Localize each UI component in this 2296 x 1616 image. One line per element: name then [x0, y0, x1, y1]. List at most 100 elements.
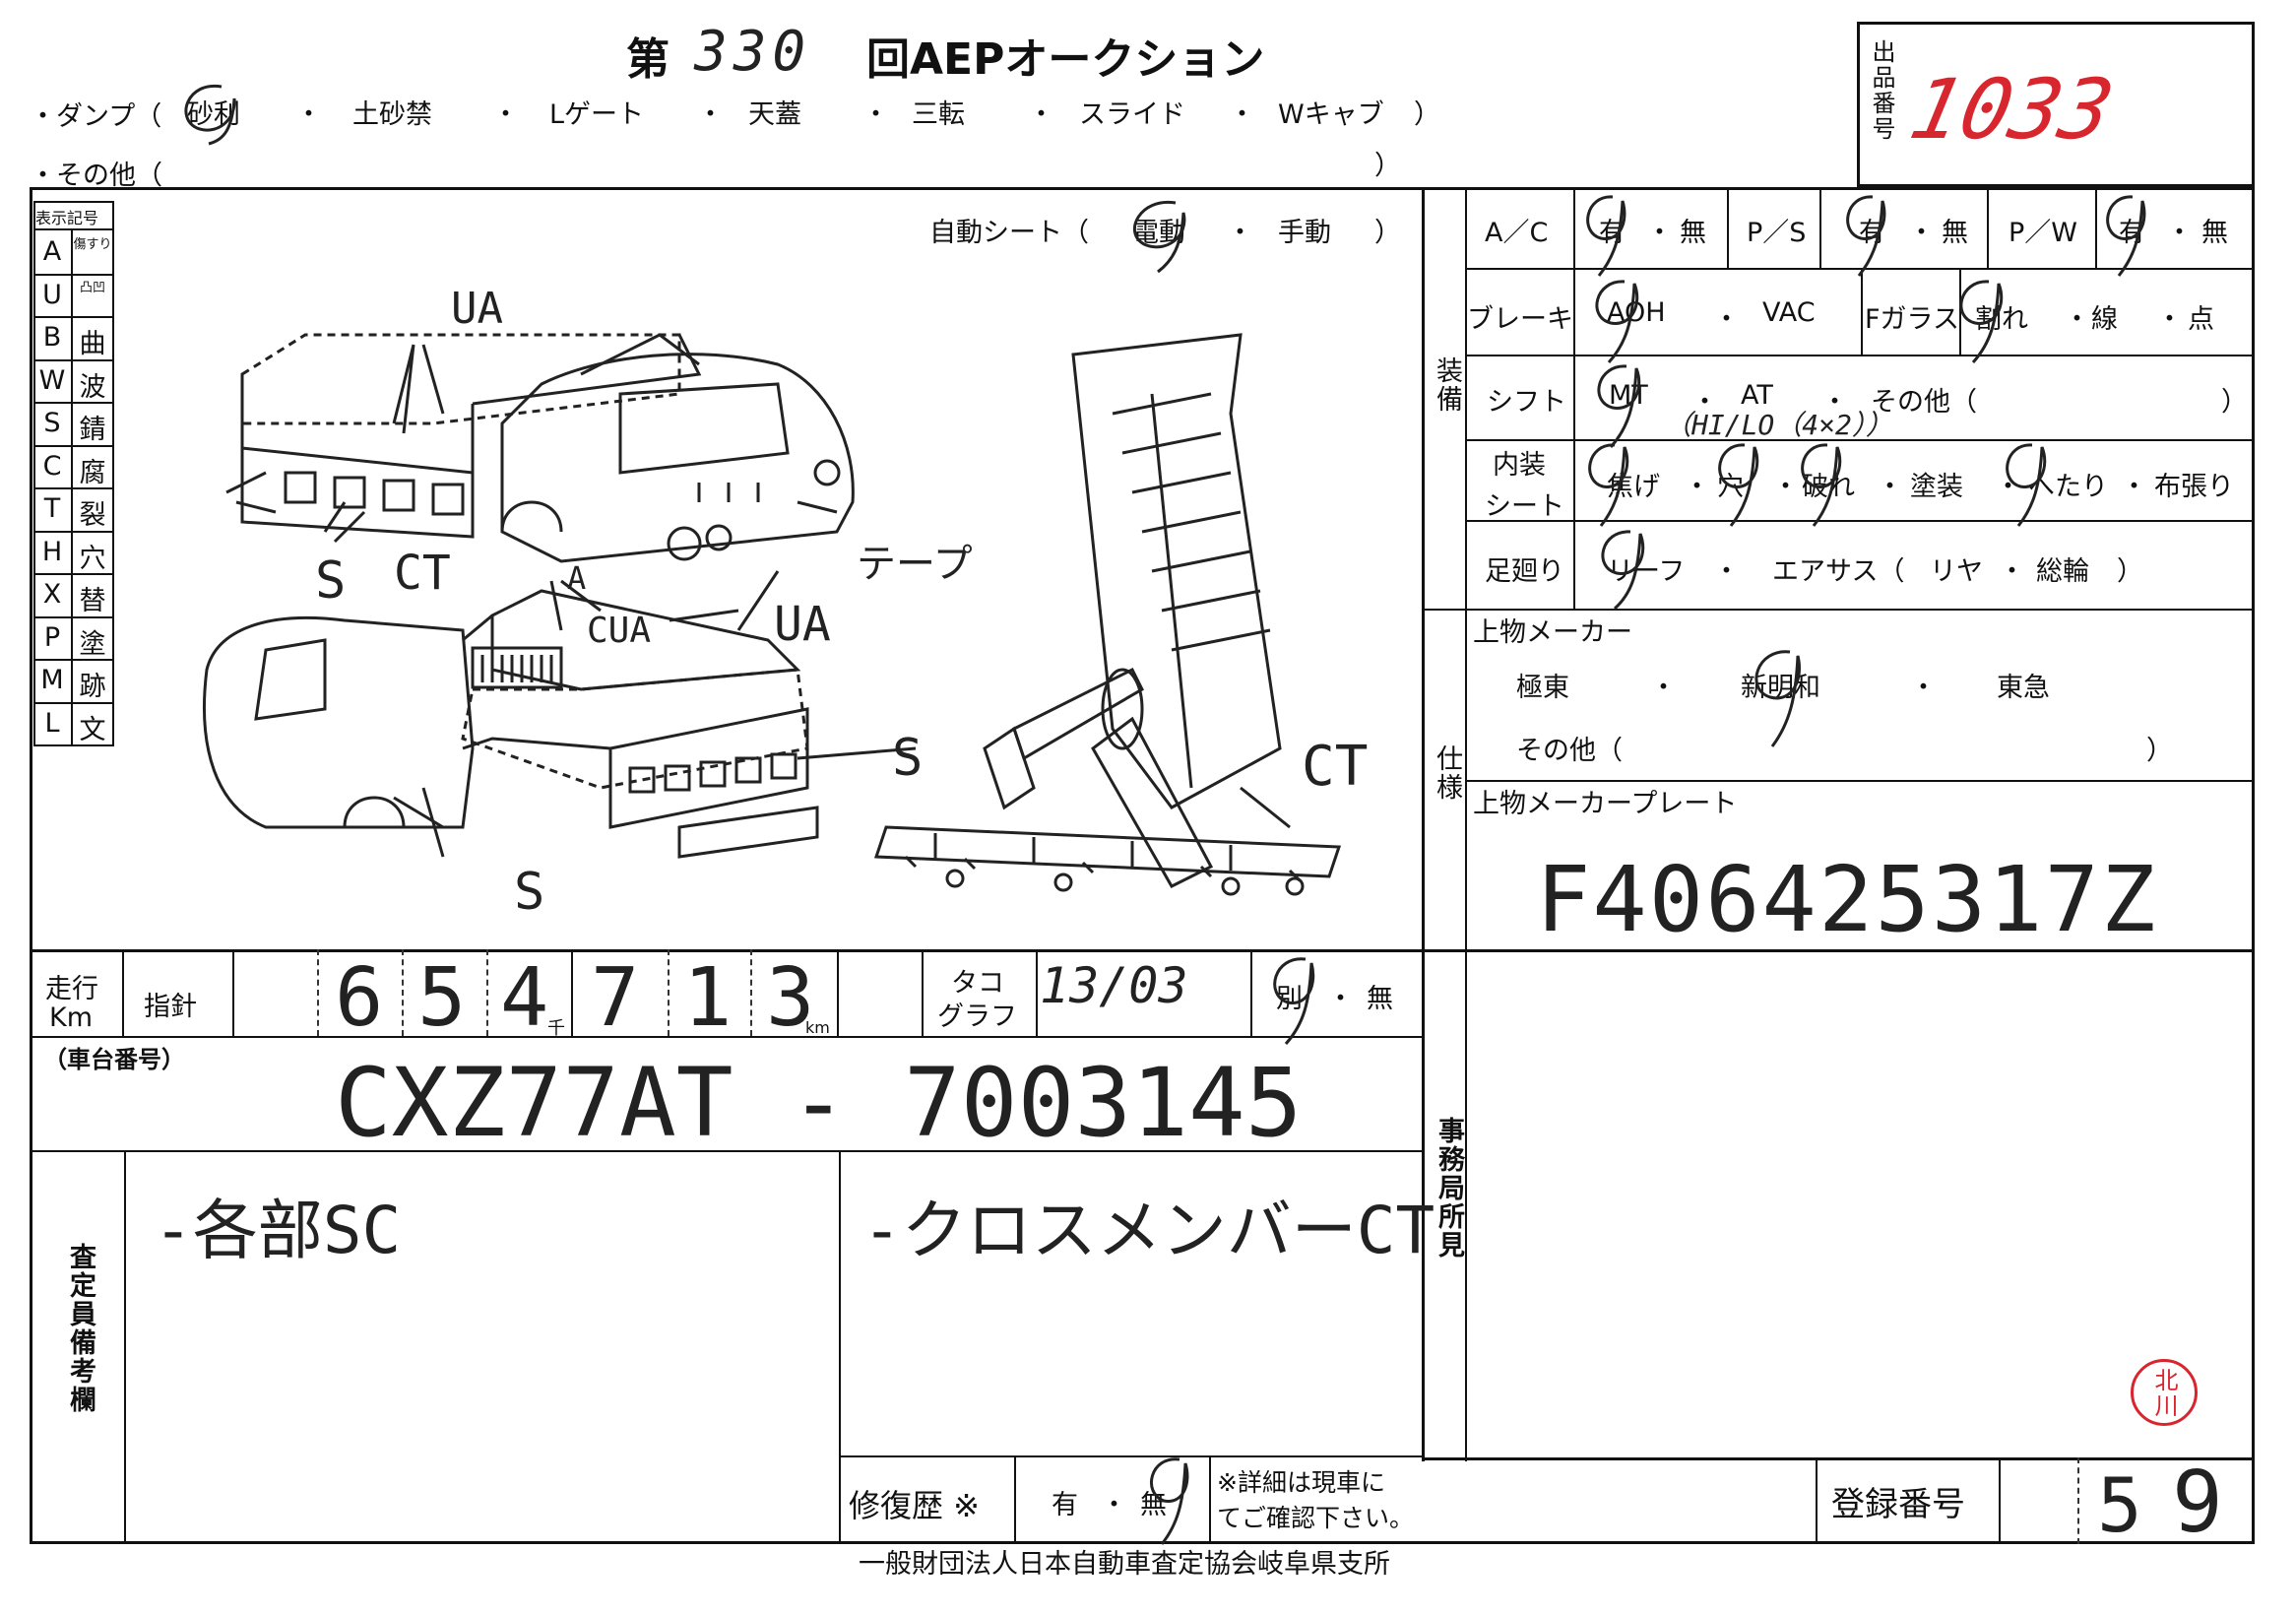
code-description: 文 [79, 714, 106, 745]
mileage-pointer-label: 指針 [144, 992, 197, 1022]
code-row-line [33, 701, 114, 704]
equip-row-line-3 [1465, 439, 2255, 441]
brake-dot: ・ [1713, 304, 1740, 335]
body-type-w-cab: Wキャブ [1278, 99, 1384, 130]
shift-note: （HI/LO（4×2）） [1664, 409, 1893, 441]
tacho-value-sep [1036, 949, 1038, 1036]
body-type-options: 砂利 ・ 土砂禁 ・ Lゲート ・ 天蓋 ・ 三転 ・ スライド ・ Wキャブ … [187, 93, 1440, 132]
mark-tape: テープ [857, 542, 973, 587]
code-letter: U [42, 279, 62, 310]
code-legend-header: 表示記号 [35, 209, 99, 227]
suspension-dot: ・ [1999, 556, 2025, 587]
suspension-air: エアサス（ [1772, 556, 1905, 587]
interior-fabric: 布張り [2154, 472, 2234, 502]
body-type-l-gate: Lゲート [549, 99, 645, 130]
equip-fglass-value-divider [1959, 268, 1961, 355]
pw-no: 無 [2201, 218, 2228, 248]
body-type-other-close: ） [1374, 151, 1401, 181]
tacho-value: 13/03 [1040, 957, 1188, 1014]
equip-pw-value-divider [2095, 187, 2097, 268]
interior-label-top: 内装 [1493, 450, 1546, 481]
truck-diagram [203, 333, 1342, 896]
code-letter: H [41, 536, 63, 567]
body-type-dot: ・ [492, 99, 519, 130]
suspension-label: 足廻り [1485, 556, 1564, 587]
mark-ct-left: CT [394, 546, 451, 601]
divider-diagram-bottom [30, 949, 1424, 952]
mileage-digit: 5 [417, 951, 467, 1045]
mileage-digit: 6 [335, 951, 384, 1045]
divider-remarks-middle [839, 1150, 841, 1544]
code-description: 傷すり [73, 237, 112, 252]
code-description: 曲 [79, 329, 106, 359]
interior-paint: 塗装 [1910, 472, 1963, 502]
repair-sep-2 [1209, 1455, 1211, 1544]
remarks-left-note: -各部SC [154, 1193, 402, 1268]
registration-sep-1 [1816, 1457, 1818, 1544]
mark-s-left: S [315, 551, 347, 611]
remarks-section-label: 査定員備考欄 [65, 1243, 96, 1414]
body-type-dot: ・ [1028, 99, 1054, 130]
code-description: 波 [79, 371, 106, 403]
lot-number-label: 出品番号 [1868, 39, 1895, 142]
equip-label-column [1573, 187, 1575, 609]
shift-other: その他（ [1871, 387, 1977, 418]
code-description: 跡 [79, 672, 106, 702]
shift-at: AT [1741, 380, 1773, 411]
code-description: 腐 [79, 457, 106, 488]
fglass-point: 点 [2188, 304, 2214, 335]
code-description: 穴 [79, 543, 106, 574]
mileage-digit: 3 [766, 951, 815, 1045]
registration-digit-1: 5 [2097, 1461, 2142, 1549]
code-letter: M [40, 665, 64, 695]
code-legend-box [33, 201, 114, 746]
lot-number-value: 1033 [1901, 61, 2122, 158]
divider-chassis-bottom [30, 1150, 1424, 1152]
repair-sep-1 [1014, 1455, 1016, 1544]
ac-no: 無 [1680, 218, 1706, 248]
code-letter: C [42, 450, 62, 482]
suspension-dot: ・ [1713, 556, 1740, 587]
auction-number: 330 [694, 20, 812, 84]
divider-spec-office [1422, 949, 2255, 952]
spec-maker-dot: ・ [1650, 673, 1677, 703]
mark-ua-top: UA [451, 284, 503, 334]
code-row-line [33, 273, 114, 276]
equip-ps-value-divider [1819, 187, 1821, 268]
repair-note-1: ※詳細は現車に [1217, 1468, 1385, 1497]
mileage-label-divider [122, 949, 124, 1036]
mileage-digit-sep [668, 949, 670, 1036]
code-letter: L [44, 707, 60, 739]
shift-dot: ・ [1821, 387, 1848, 418]
office-seal-text: 北川 [2150, 1368, 2178, 1419]
lot-number-box [1857, 22, 2255, 187]
code-description: 錆 [79, 415, 106, 445]
remarks-right-note: -クロスメンバーCT [862, 1193, 1435, 1268]
truck-upper-view [240, 333, 855, 563]
equip-pw-divider [1987, 187, 1989, 268]
code-row-line [33, 573, 114, 575]
ac-dot: ・ [1646, 218, 1673, 248]
spec-plate-label: 上物メーカープレート [1473, 789, 1738, 819]
body-type-canopy: 天蓋 [748, 99, 801, 130]
body-type-dot: ・ [697, 99, 724, 130]
auto-sheet-dot: ・ [1227, 218, 1253, 248]
chassis-frame-view [873, 825, 1342, 896]
interior-dot: ・ [1877, 472, 1903, 502]
body-type-dot: ・ [295, 99, 322, 130]
spec-plate-line [1465, 780, 2255, 782]
equipment-check-marks [1586, 195, 2146, 611]
mark-ua-mid: UA [774, 597, 831, 652]
code-description: 裂 [79, 500, 106, 531]
auto-sheet-close: ） [1374, 218, 1401, 248]
divider-remarks-label [124, 1150, 126, 1544]
mileage-digit: 7 [591, 951, 640, 1045]
ps-no: 無 [1942, 218, 1968, 248]
repair-dot: ・ [1101, 1490, 1127, 1520]
code-row-line [33, 615, 114, 618]
mileage-digit: 1 [683, 951, 733, 1045]
body-type-3way: 三転 [912, 99, 965, 130]
ps-dot: ・ [1908, 218, 1935, 248]
mark-a: A [567, 559, 587, 597]
body-type-dot: ・ [1229, 99, 1255, 130]
